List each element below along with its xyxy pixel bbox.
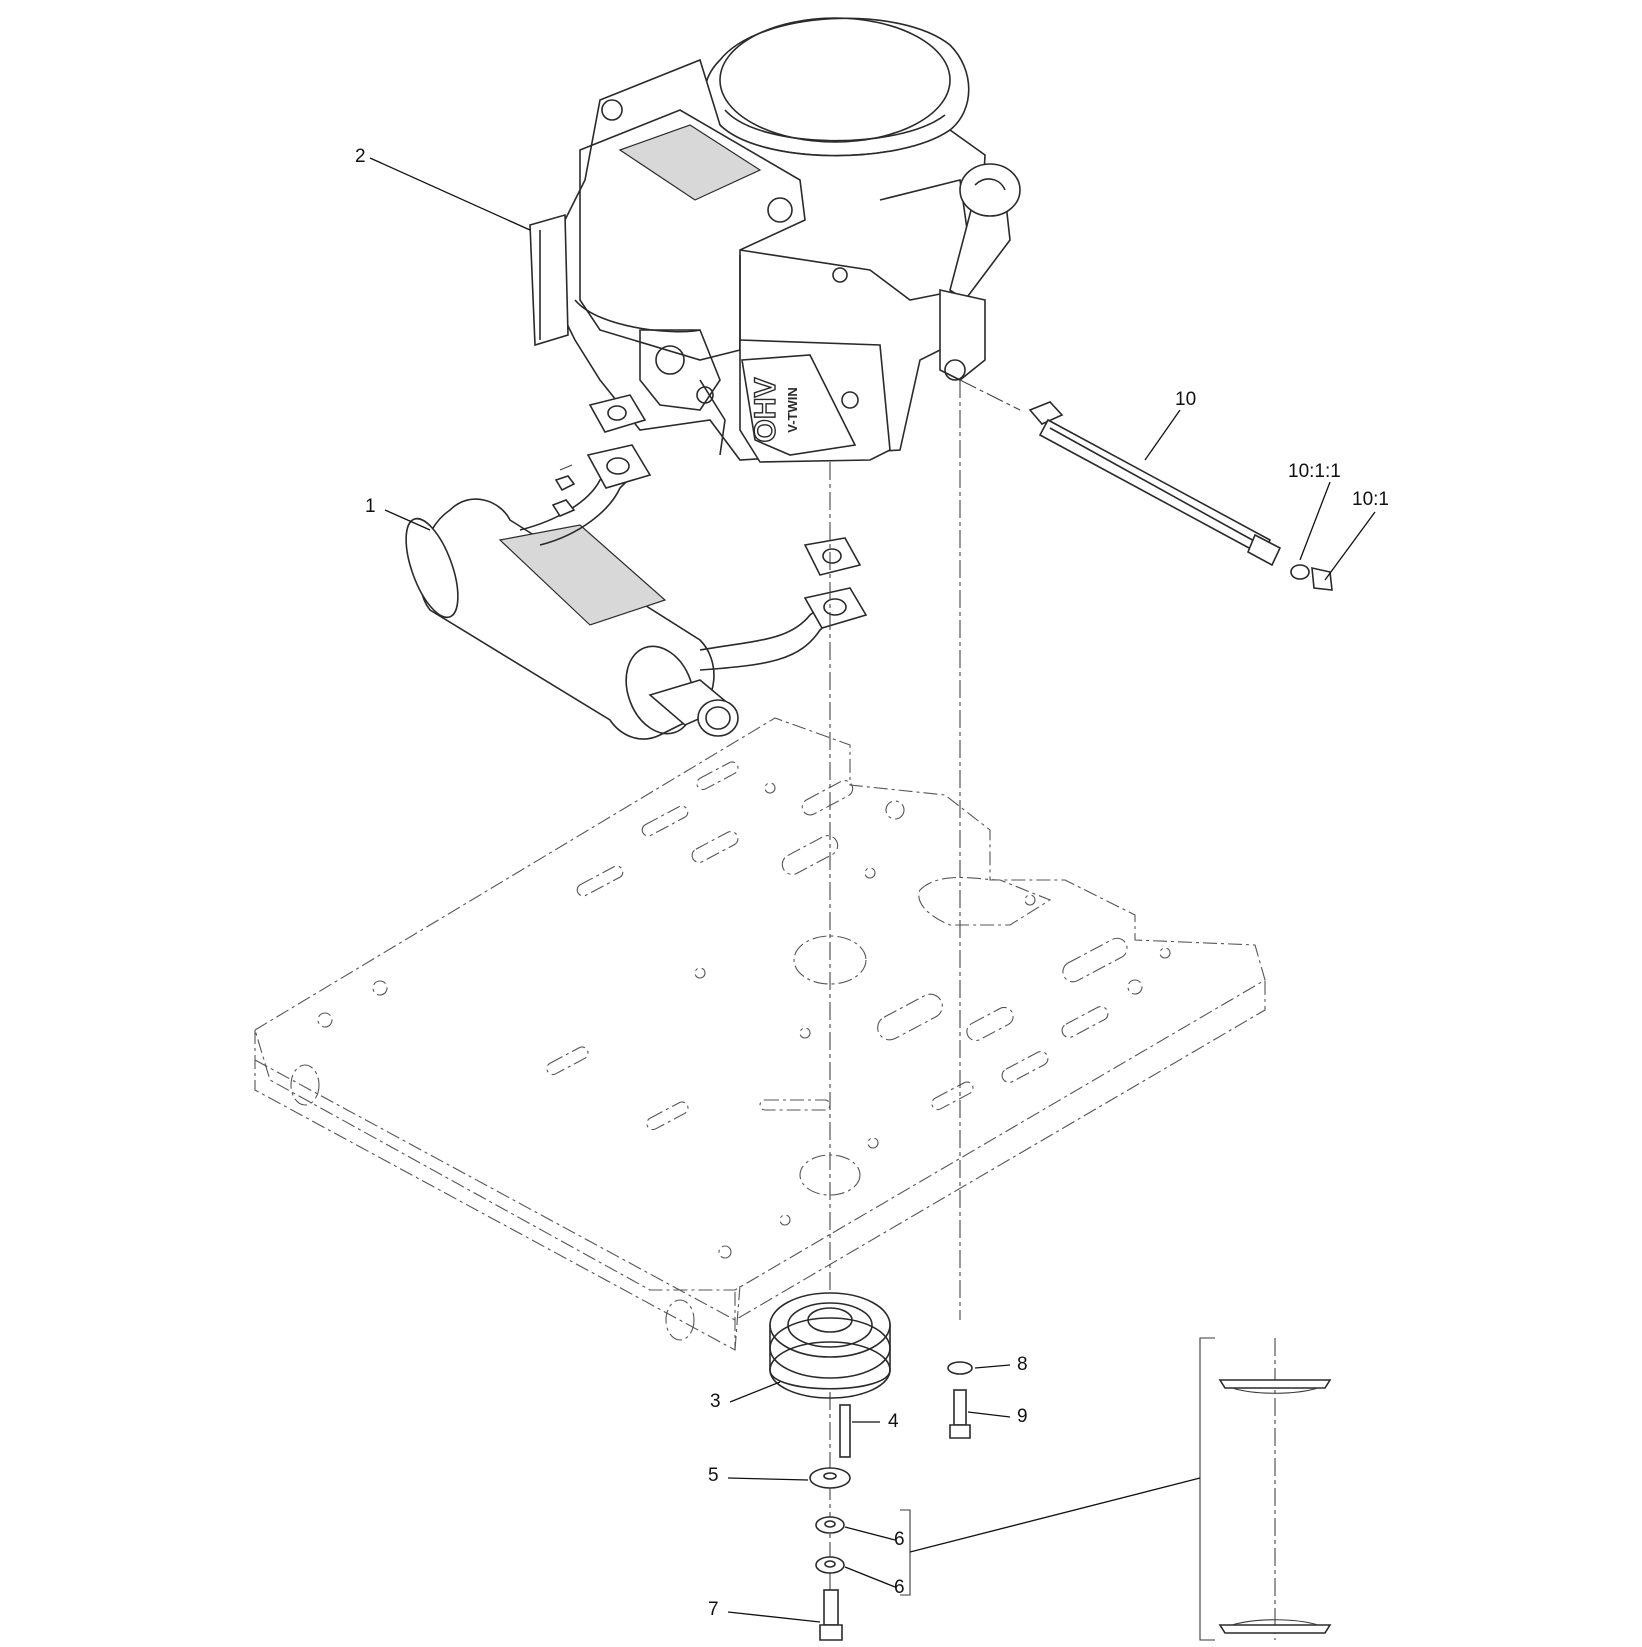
engine-badge-sub: V-TWIN bbox=[785, 387, 800, 433]
engine-badge-model: OHV bbox=[749, 377, 782, 442]
oil-drain-hose bbox=[1028, 401, 1333, 591]
frame-plate bbox=[254, 717, 1266, 1351]
callout-5: 5 bbox=[708, 1465, 719, 1486]
callout-3: 3 bbox=[710, 1391, 721, 1412]
callout-7: 7 bbox=[708, 1599, 719, 1620]
muffler-assembly bbox=[405, 394, 868, 740]
washer-orientation-detail bbox=[900, 1337, 1332, 1641]
engine-assembly: OHV V-TWIN bbox=[529, 17, 1021, 463]
callout-10-1: 10:1 bbox=[1352, 489, 1389, 510]
callout-9: 9 bbox=[1017, 1406, 1028, 1427]
callout-10: 10 bbox=[1175, 389, 1197, 410]
callout-6-upper: 6 bbox=[894, 1529, 905, 1550]
callout-leaders bbox=[369, 157, 1376, 1623]
assembly-center-lines bbox=[829, 379, 1021, 1640]
callout-2: 2 bbox=[355, 146, 366, 167]
callout-1: 1 bbox=[365, 496, 376, 517]
callout-6-lower: 6 bbox=[894, 1577, 905, 1598]
callout-8: 8 bbox=[1017, 1354, 1028, 1375]
callout-4: 4 bbox=[888, 1411, 899, 1432]
pulley-assembly bbox=[769, 1292, 973, 1641]
callout-10-1-1: 10:1:1 bbox=[1288, 461, 1341, 482]
